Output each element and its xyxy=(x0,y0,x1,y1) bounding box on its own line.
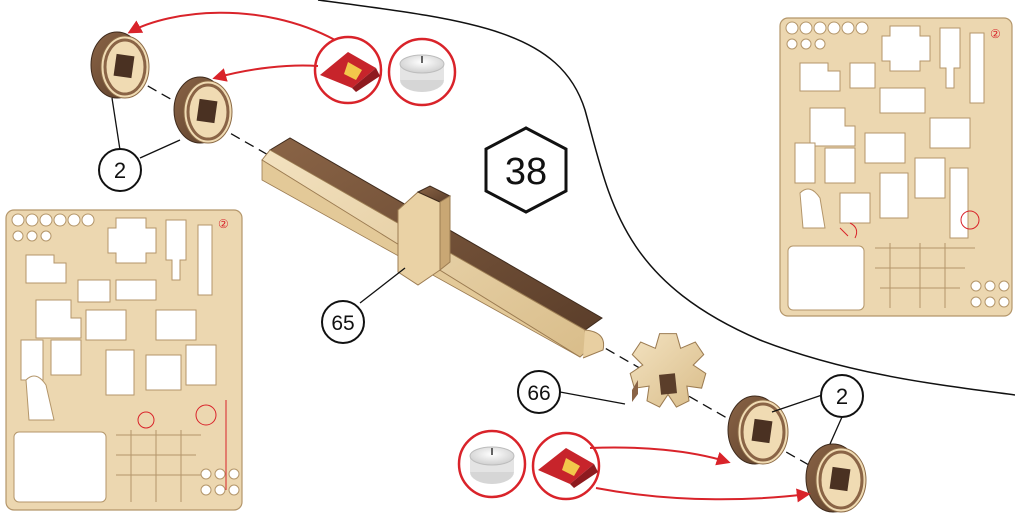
sandpaper-icon xyxy=(315,37,381,103)
svg-text:65: 65 xyxy=(331,312,354,335)
svg-text:2: 2 xyxy=(836,384,848,409)
callout-leader xyxy=(560,392,625,404)
wax-arrow xyxy=(215,66,318,79)
callout-leader xyxy=(112,98,120,150)
part-callout-2-top: 2 xyxy=(99,149,141,191)
wax-arrow xyxy=(596,488,808,499)
wax-arrow xyxy=(130,13,335,40)
ring-part-top-back xyxy=(91,32,149,98)
plywood-sheet-icon: ② xyxy=(780,18,1012,316)
sandpaper-icon xyxy=(533,433,599,499)
callout-leader xyxy=(772,394,825,412)
svg-text:②: ② xyxy=(990,27,1001,41)
svg-text:66: 66 xyxy=(527,382,550,405)
gear-part xyxy=(630,334,706,408)
ring-part-top-front xyxy=(174,77,232,143)
callout-leader xyxy=(830,417,842,444)
svg-text:2: 2 xyxy=(114,158,126,183)
step-number-badge: 38 xyxy=(486,128,566,212)
part-callout-65: 65 xyxy=(322,301,364,343)
ring-part-bottom-front xyxy=(806,444,866,512)
ring-part-bottom-back xyxy=(728,396,788,464)
wax-arrow xyxy=(590,448,728,462)
part-callout-2-bottom: 2 xyxy=(821,375,863,417)
candle-wax-icon xyxy=(459,431,525,497)
callout-leader xyxy=(360,268,405,303)
svg-text:38: 38 xyxy=(505,151,547,193)
callout-leader xyxy=(140,140,180,158)
part-callout-66: 66 xyxy=(518,371,560,413)
svg-text:②: ② xyxy=(218,217,229,231)
plywood-sheet-icon: ② xyxy=(6,210,242,510)
candle-wax-icon xyxy=(389,39,455,105)
